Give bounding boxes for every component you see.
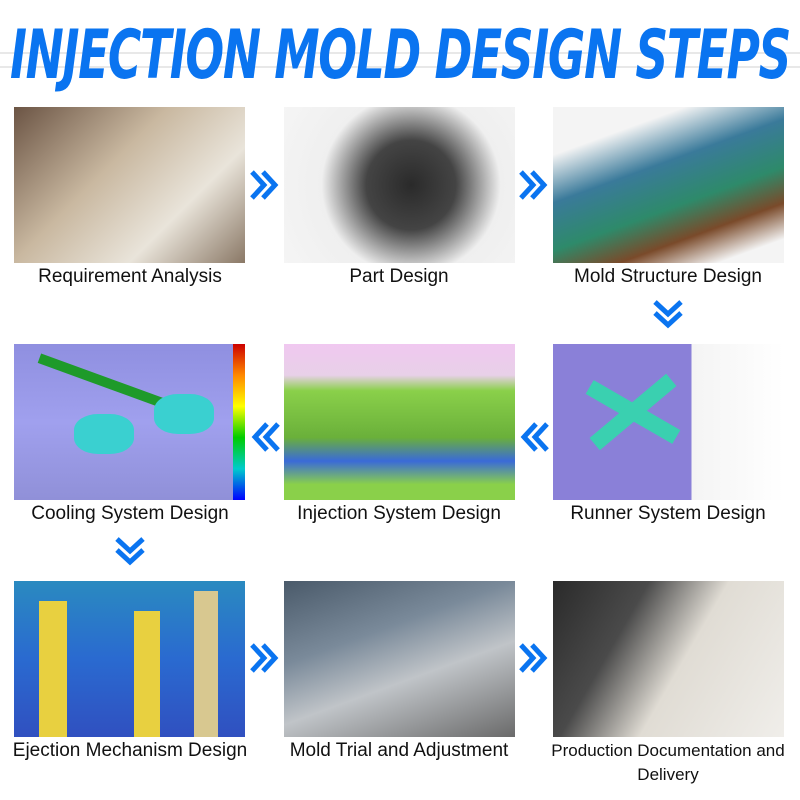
page-title: INJECTION MOLD DESIGN STEPS bbox=[10, 16, 791, 95]
step-label: Injection System Design bbox=[297, 503, 501, 524]
step-image-injection-system-design bbox=[284, 344, 515, 500]
step-label: Cooling System Design bbox=[31, 503, 229, 524]
step-label: Requirement Analysis bbox=[38, 266, 222, 287]
step-image-part-design bbox=[284, 107, 515, 263]
color-scale bbox=[233, 344, 245, 500]
step-label: Mold Structure Design bbox=[574, 266, 762, 287]
background-line bbox=[0, 66, 800, 68]
step-label: Part Design bbox=[349, 266, 449, 287]
step-image-production-documentation bbox=[553, 581, 784, 737]
cooled-part bbox=[74, 414, 134, 454]
step-label: Production Documentation and Delivery bbox=[551, 741, 785, 784]
step-image-runner-system-design bbox=[553, 344, 784, 500]
ejector-pin bbox=[39, 601, 67, 737]
chevron-right-icon bbox=[517, 168, 551, 202]
chevron-right-icon bbox=[517, 641, 551, 675]
chevron-left-icon bbox=[517, 420, 551, 454]
ejector-pin bbox=[134, 611, 160, 737]
ejector-pin bbox=[194, 591, 218, 737]
chevron-right-icon bbox=[248, 168, 282, 202]
background-line bbox=[0, 52, 800, 54]
step-image-mold-trial bbox=[284, 581, 515, 737]
step-label: Mold Trial and Adjustment bbox=[289, 740, 509, 761]
step-image-mold-structure-design bbox=[553, 107, 784, 263]
chevron-down-icon bbox=[113, 535, 147, 569]
step-image-cooling-system-design bbox=[14, 344, 245, 500]
step-label: Ejection Mechanism Design bbox=[12, 740, 248, 761]
cooled-part bbox=[154, 394, 214, 434]
step-image-requirement-analysis bbox=[14, 107, 245, 263]
step-label: Runner System Design bbox=[570, 503, 766, 524]
chevron-down-icon bbox=[651, 298, 685, 332]
step-image-ejection-mechanism-design bbox=[14, 581, 245, 737]
chevron-right-icon bbox=[248, 641, 282, 675]
chevron-left-icon bbox=[248, 420, 282, 454]
